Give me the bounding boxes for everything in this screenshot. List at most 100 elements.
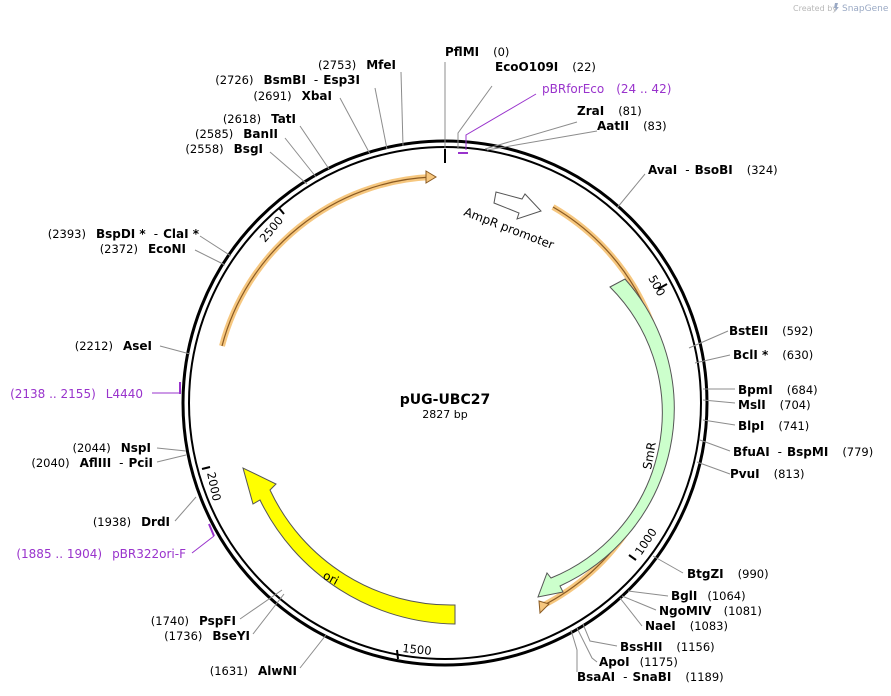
leader-btgzi [652,555,684,574]
tick-1000 [628,554,637,561]
snapgene-logo-icon [834,3,839,12]
site-apoi: ApoI(1175) [599,655,678,669]
tick-label-500: 500 [645,273,668,299]
site-drdi: (1938)DrdI [93,515,170,529]
leader-claI [199,235,232,257]
feature-smr [537,278,675,598]
site-mfei: (2753)MfeI [318,58,396,72]
leader-pcii [156,454,187,463]
leader-msli [702,399,736,404]
leader-bfuai [699,439,731,452]
fragment-arc-right-head [538,600,550,615]
leader-econi [194,249,226,266]
site-bfuai-bspmi: BfuAI-BspMI(779) [733,445,873,459]
credit: Created by SnapGene [793,3,889,14]
leader-bsgi [269,151,308,185]
primer-mark-pbr322ori-f [208,523,215,537]
site-bseyi: (1736)BseYI [164,629,250,643]
leader-bsshii [582,623,618,647]
site-labels-left: (2753)MfeI (2726)BsmBI-Esp3I (2691)XbaI … [10,58,396,678]
plasmid-size: 2827 bp [422,408,467,421]
site-msli: MslI(704) [738,398,811,412]
site-avai-bsobi: AvaI-BsoBI(324) [648,163,778,177]
leader-ecoo109i [457,85,493,149]
primer-marks [179,152,468,537]
leader-pbrforeco [465,93,537,150]
primer-label-l4440: (2138 .. 2155)L4440 [10,387,143,401]
leader-pspfi [239,589,283,620]
fragment-arc-left [219,174,432,347]
site-alwni: (1631)AlwNI [210,664,297,678]
leader-bseyi [252,593,285,635]
site-blpi: BlpI(741) [738,419,809,433]
leader-xbai [339,97,371,155]
center-labels: pUG-UBC27 2827 bp [400,392,491,421]
tick-1500 [396,649,399,660]
leader-bgli [627,590,669,597]
leader-zrai [484,121,578,150]
tick-label-2000: 2000 [204,471,224,503]
leader-avai [616,173,646,209]
site-naei: NaeI(1083) [645,619,728,633]
site-zrai: ZraI(81) [577,104,642,118]
site-bsaai-snabi: BsaAI-SnaBI(1189) [577,670,724,684]
site-btgzi: BtgZI(990) [687,567,769,581]
primer-label-pbrforeco: pBRforEco(24 .. 42) [542,82,671,96]
site-pspfi: (1740)PspFI [151,614,236,628]
site-pvui: PvuI(813) [730,467,805,481]
site-pflmi: PflMI(0) [445,45,509,59]
leader-apoi [576,627,598,663]
fragment-arc-left-head [425,170,437,184]
site-nspi: (2044)NspI [73,441,152,455]
fragment-arc-left-core [221,176,432,347]
site-bspdi-clai: (2393)BspDI *-ClaI * [48,227,200,241]
site-ngomiv: NgoMIV(1081) [659,604,762,618]
credit-prefix: Created by [793,4,837,13]
tick-2000 [201,466,211,470]
leader-bcli [694,354,731,364]
feature-label-ampr-promoter: AmpR promoter [462,205,556,252]
tick-label-1000: 1000 [632,526,660,558]
leader-alwni [299,634,327,669]
leader-aatii [486,130,598,151]
tick-2500 [278,207,285,215]
leader-nspi [156,447,187,452]
site-econi: (2372)EcoNI [100,242,186,256]
site-xbai: (2691)XbaI [253,89,332,103]
site-bcli: BclI *(630) [733,348,813,362]
site-bsmbi-esp3i: (2726)BsmBI-Esp3I [215,73,360,87]
snapgene-logo: SnapGene [842,4,889,14]
leader-tati [299,125,330,170]
tick-label-1500: 1500 [402,641,433,658]
leader-banii [284,137,317,178]
leader-pvui [696,461,731,475]
leader-bsteii [688,330,729,349]
leader-naei [619,597,643,627]
feature-label-smr: SmR [640,441,659,471]
plasmid-name: pUG-UBC27 [400,392,491,408]
site-tati: (2618)TatI [223,112,296,126]
primer-label-pbr322ori-f: (1885 .. 1904)pBR322ori-F [16,547,186,561]
site-leaders-left [152,71,404,669]
leader-bsaai [570,629,578,672]
leader-drdi [174,496,197,522]
leader-blpi [702,419,736,426]
feature-ampr-promoter [493,191,542,220]
site-asei: (2212)AseI [75,339,152,353]
site-bpmi: BpmI(684) [738,383,818,397]
site-banii: (2585)BanII [195,127,278,141]
leader-ngomiv [621,595,657,611]
site-bsteii: BstEII(592) [729,324,813,338]
feature-label-ori: ori [321,568,341,588]
site-afliii-pcii: (2040)AflIII-PciI [31,456,153,470]
leader-bsmbi [374,87,388,150]
site-bsshii: BssHII(1156) [620,640,715,654]
site-leaders-right [444,62,736,672]
site-bsgi: (2558)BsgI [185,142,263,156]
leader-asei [159,345,191,355]
feature-ori [242,467,456,625]
site-labels-right: PflMI(0) EcoO109I(22) pBRforEco(24 .. 42… [445,45,873,684]
site-bgli: BglI(1064) [671,589,746,603]
site-aatii: AatII(83) [597,119,667,133]
